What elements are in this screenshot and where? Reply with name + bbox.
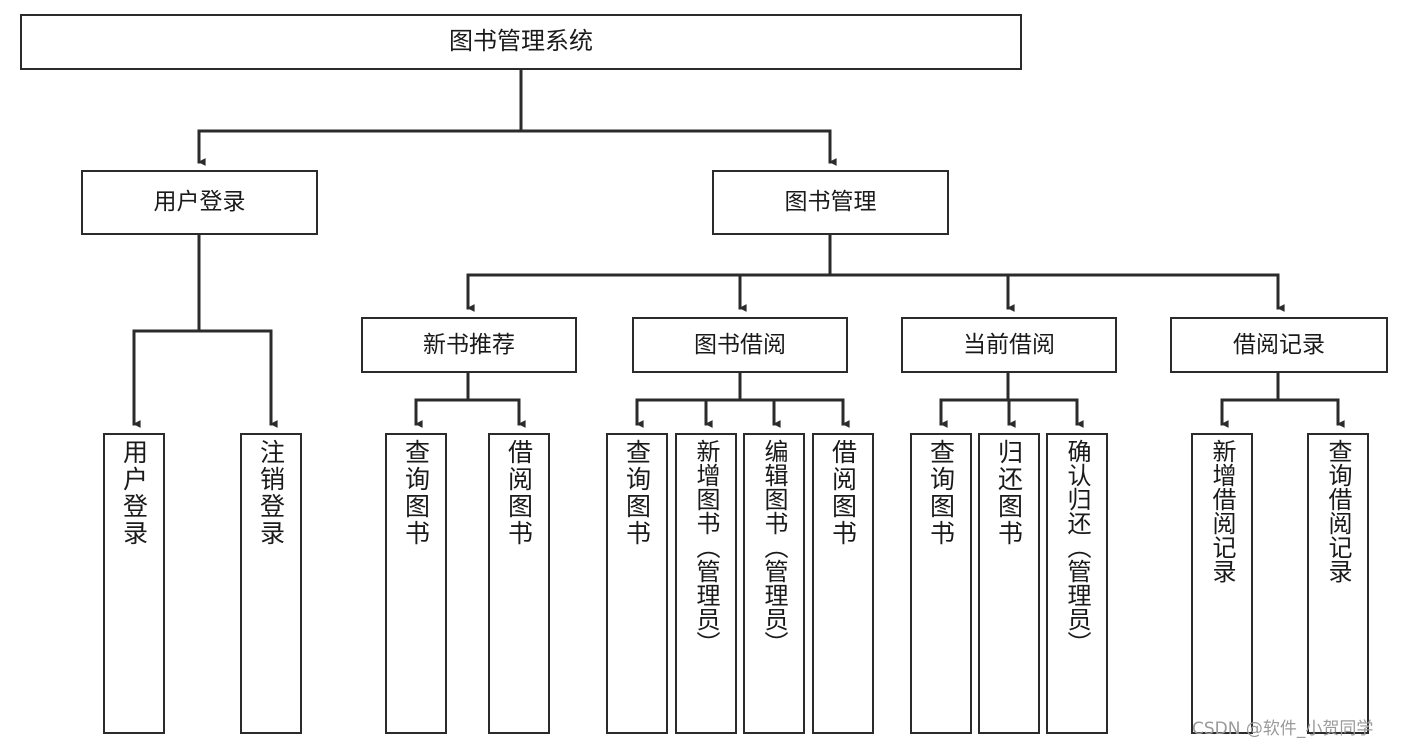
node-leaf-return-book[interactable]: 归还图书 [978,433,1040,734]
node-leaf-user-logout-label: 注销登录 [256,439,286,547]
node-leaf-borrow-book-label: 借阅图书 [828,439,858,547]
node-leaf-return-book-label: 归还图书 [994,439,1024,547]
node-leaf-query-book-borrow-label: 查询图书 [622,439,652,547]
node-leaf-query-book-current-label: 查询图书 [926,439,956,547]
node-leaf-query-book-recommend[interactable]: 查询图书 [385,433,447,734]
node-leaf-add-borrow-record[interactable]: 新增借阅记录 [1191,433,1253,734]
node-book-management-label: 图书管理 [784,189,877,216]
node-leaf-query-book-current[interactable]: 查询图书 [910,433,972,734]
node-leaf-add-book-admin-label: 新增图书（管理员） [692,439,720,655]
csdn-watermark: CSDN @软件_小贺同学 [1192,719,1374,739]
node-current-borrow[interactable]: 当前借阅 [901,317,1117,373]
node-new-book-recommend[interactable]: 新书推荐 [361,317,577,373]
node-new-book-recommend-label: 新书推荐 [423,331,515,358]
node-leaf-edit-book-admin[interactable]: 编辑图书（管理员） [743,433,805,734]
node-current-borrow-label: 当前借阅 [963,331,1055,358]
node-book-borrow-label: 图书借阅 [694,331,786,358]
node-user-login-label: 用户登录 [153,189,246,216]
node-leaf-query-borrow-record-label: 查询借阅记录 [1324,439,1352,583]
node-leaf-query-book-borrow[interactable]: 查询图书 [606,433,668,734]
node-root-label: 图书管理系统 [449,27,593,56]
node-leaf-confirm-return-admin-label: 确认归还（管理员） [1063,439,1091,655]
node-leaf-user-login[interactable]: 用户登录 [103,433,165,734]
node-book-management[interactable]: 图书管理 [712,170,949,235]
node-leaf-user-logout[interactable]: 注销登录 [240,433,302,734]
node-leaf-user-login-label: 用户登录 [119,439,149,547]
node-borrow-record[interactable]: 借阅记录 [1170,317,1388,373]
node-leaf-borrow-book-recommend-label: 借阅图书 [504,439,534,547]
node-user-login[interactable]: 用户登录 [81,170,318,235]
node-borrow-record-label: 借阅记录 [1233,331,1325,358]
node-leaf-query-book-recommend-label: 查询图书 [401,439,431,547]
node-leaf-add-book-admin[interactable]: 新增图书（管理员） [675,433,737,734]
node-leaf-borrow-book[interactable]: 借阅图书 [812,433,874,734]
node-leaf-edit-book-admin-label: 编辑图书（管理员） [760,439,788,655]
node-leaf-query-borrow-record[interactable]: 查询借阅记录 [1307,433,1369,734]
node-book-borrow[interactable]: 图书借阅 [632,317,848,373]
node-leaf-add-borrow-record-label: 新增借阅记录 [1208,439,1236,583]
node-leaf-borrow-book-recommend[interactable]: 借阅图书 [488,433,550,734]
node-leaf-confirm-return-admin[interactable]: 确认归还（管理员） [1046,433,1108,734]
node-root-book-management-system[interactable]: 图书管理系统 [20,14,1022,70]
